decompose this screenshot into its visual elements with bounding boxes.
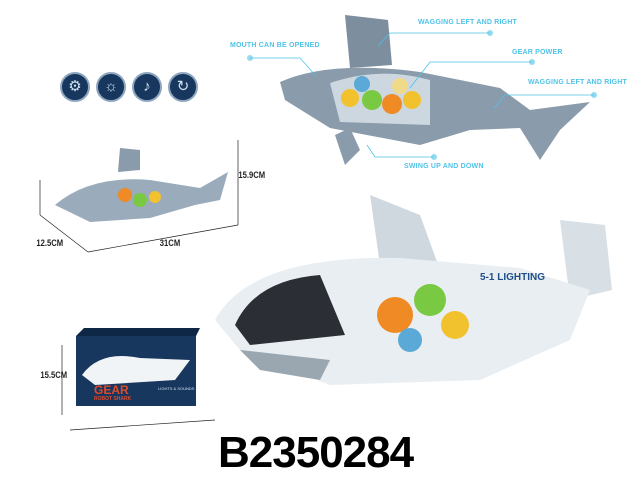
callout-gear: GEAR POWER <box>512 49 563 56</box>
callout-mouth: MOUTH CAN BE OPENED <box>230 42 320 49</box>
rotate-icon: ↻ <box>168 72 198 102</box>
callout-tail: WAGGING LEFT AND RIGHT <box>528 79 628 86</box>
dimension-box-height: 15.5CM <box>40 370 68 380</box>
box-body-label: 5-1 LIGHTING <box>480 272 546 283</box>
gears-icon: ⚙ <box>60 72 90 102</box>
dimension-height: 15.9CM <box>238 170 266 180</box>
callout-flipper: SWING UP AND DOWN <box>404 163 484 170</box>
top-shark <box>247 15 597 165</box>
dimension-shark <box>39 140 239 253</box>
box-subtitle: ROBOT SHARK <box>94 396 132 402</box>
light-bulb-icon: ☼ <box>96 72 126 102</box>
main-shark <box>215 195 612 385</box>
product-code: B2350284 <box>218 428 414 477</box>
dimension-length: 31CM <box>159 238 181 248</box>
callout-fin-top: WAGGING LEFT AND RIGHT <box>418 19 518 26</box>
sound-icon: ♪ <box>132 72 162 102</box>
box-tagline: LIGHTS & SOUNDS <box>158 386 195 391</box>
dimension-depth: 12.5CM <box>36 238 64 248</box>
product-box <box>61 328 216 431</box>
box-title: GEAR <box>94 383 129 397</box>
